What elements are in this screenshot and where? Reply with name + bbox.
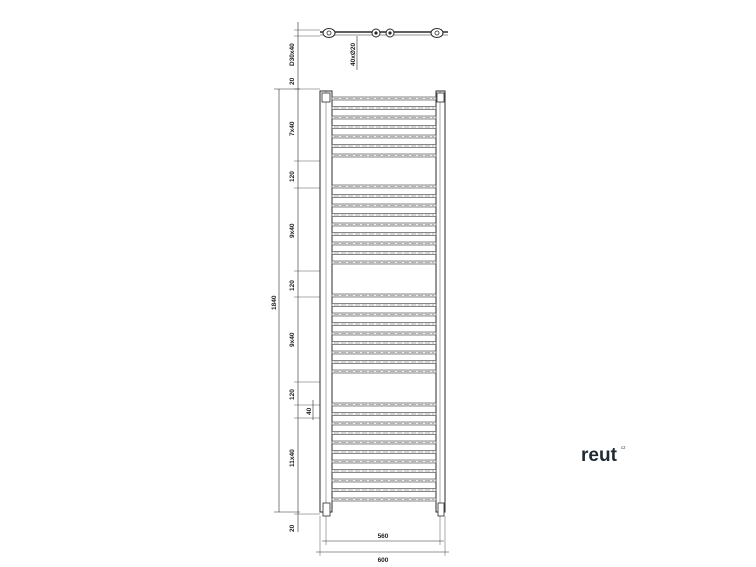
dim-group-3: 9x40 [289,332,296,347]
bar-pitch-dimension: 40 [306,400,314,420]
dim-top-offset: 20 [289,77,296,85]
right-collector [435,90,446,513]
radiator-front-view [319,90,446,517]
inner-width-label: 560 [378,533,389,540]
top-right-bracket [436,92,445,103]
logo-superscript: cz [621,445,626,450]
dim-group-1: 7x40 [289,121,296,136]
bottom-left-connection [322,502,331,517]
bottom-dimensions: 560 600 [316,516,449,564]
reut-logo: reut cz [581,445,626,466]
top-view-connection-right [385,28,395,38]
dim-gap-1: 120 [289,171,296,182]
top-view-connection-left [371,28,381,38]
top-view-left-bracket [322,28,336,38]
dim-gap-3: 120 [289,389,296,400]
top-view: D30x40 40xØ20 [289,22,448,72]
dim-group-4: 11x40 [289,449,296,467]
dim-bar-pitch: 40 [306,407,313,415]
logo-text: reut [581,445,618,466]
outer-width-label: 600 [378,557,389,564]
top-view-depth-label: D30x40 [289,43,296,66]
dim-bottom-offset: 20 [289,524,296,532]
top-view-right-bracket [430,28,444,38]
top-left-bracket [321,92,331,103]
bar-groups [331,96,437,502]
top-view-pipe-label: 40xØ20 [350,42,357,66]
dim-group-2: 9x40 [289,223,296,238]
dim-gap-2: 120 [289,280,296,291]
total-height-label: 1840 [271,295,278,310]
left-dimensions: 1840 20 7x40 120 9x40 120 9x40 120 40 11… [271,72,320,532]
bottom-right-connection [437,502,445,517]
